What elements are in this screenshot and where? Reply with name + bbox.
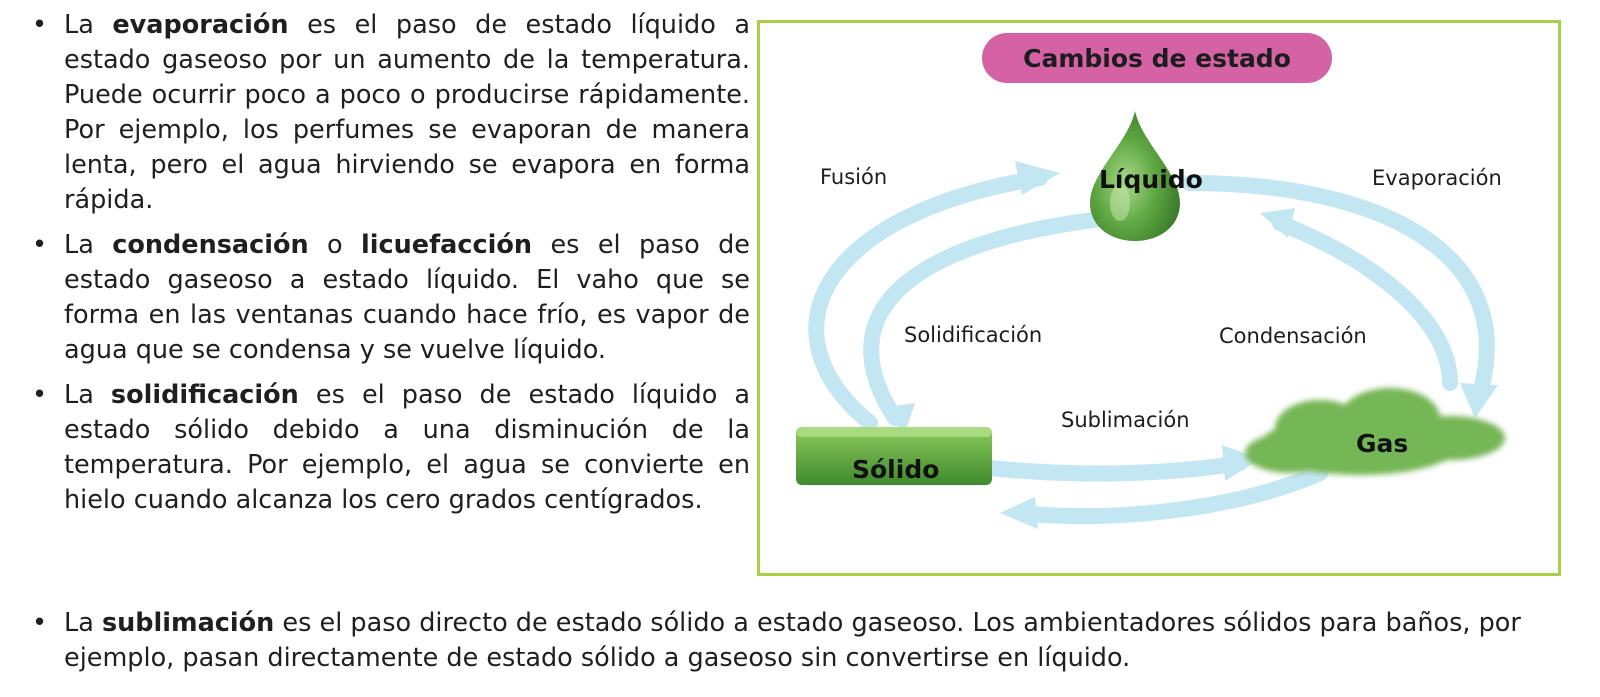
arrowhead-solidification — [880, 403, 915, 433]
diagram-title: Cambios de estado — [982, 33, 1332, 83]
process-sublimation-label: Sublimación — [1061, 408, 1190, 432]
process-solidification-label: Solidificación — [904, 323, 1043, 347]
bullet-dot-icon: • — [32, 380, 48, 410]
state-shapes — [796, 111, 1505, 485]
bullet-evaporation: •La evaporación es el paso de estado líq… — [32, 10, 750, 215]
bullet-sublimation: •La sublimación es el paso directo de es… — [32, 608, 1521, 673]
arrow-evaporation — [1182, 175, 1495, 401]
bullet-condensation: •La condensación o licuefacción es el pa… — [32, 230, 750, 365]
arrowhead-fusion — [1015, 161, 1060, 195]
arrow-sublimation — [982, 455, 1248, 482]
term-condensation: condensación — [112, 230, 309, 260]
state-changes-diagram: Cambios de estado Líquido Sólido Gas Fus… — [757, 20, 1561, 576]
state-liquid-label: Líquido — [1099, 165, 1203, 194]
arrowhead-condensation — [1260, 208, 1295, 238]
arrow-deposition — [1012, 465, 1328, 525]
arrow-paths — [808, 170, 1495, 525]
process-condensation-label: Condensación — [1219, 324, 1367, 348]
process-fusion-label: Fusión — [820, 165, 888, 189]
bullet-list: •La evaporación es el paso de estado líq… — [28, 8, 750, 528]
state-gas-label: Gas — [1356, 429, 1409, 458]
bullet-dot-icon: • — [32, 10, 48, 40]
arrowhead-sublimation — [1222, 445, 1260, 481]
state-solid-label: Sólido — [852, 455, 940, 484]
arrowhead-deposition — [1000, 497, 1038, 529]
gas-cloud-icon — [1245, 388, 1505, 475]
term-solidification: solidificación — [110, 380, 299, 410]
bullet-solidification: •La solidificación es el paso de estado … — [32, 380, 750, 515]
bullet-dot-icon: • — [32, 608, 48, 638]
process-evaporation-label: Evaporación — [1372, 166, 1502, 190]
cycle-arrows — [796, 111, 1505, 529]
term-licuefaction: licuefacción — [361, 230, 533, 260]
bullet-dot-icon: • — [32, 230, 48, 260]
arrow-condensation — [1272, 215, 1458, 391]
arrow-heads — [880, 161, 1498, 529]
arrow-fusion — [808, 170, 1048, 431]
arrowhead-evaporation — [1460, 383, 1498, 418]
term-sublimation: sublimación — [101, 608, 275, 638]
term-evaporation: evaporación — [112, 10, 289, 40]
arrow-solidification — [863, 210, 1118, 426]
solid-ice-block-icon — [796, 427, 992, 485]
